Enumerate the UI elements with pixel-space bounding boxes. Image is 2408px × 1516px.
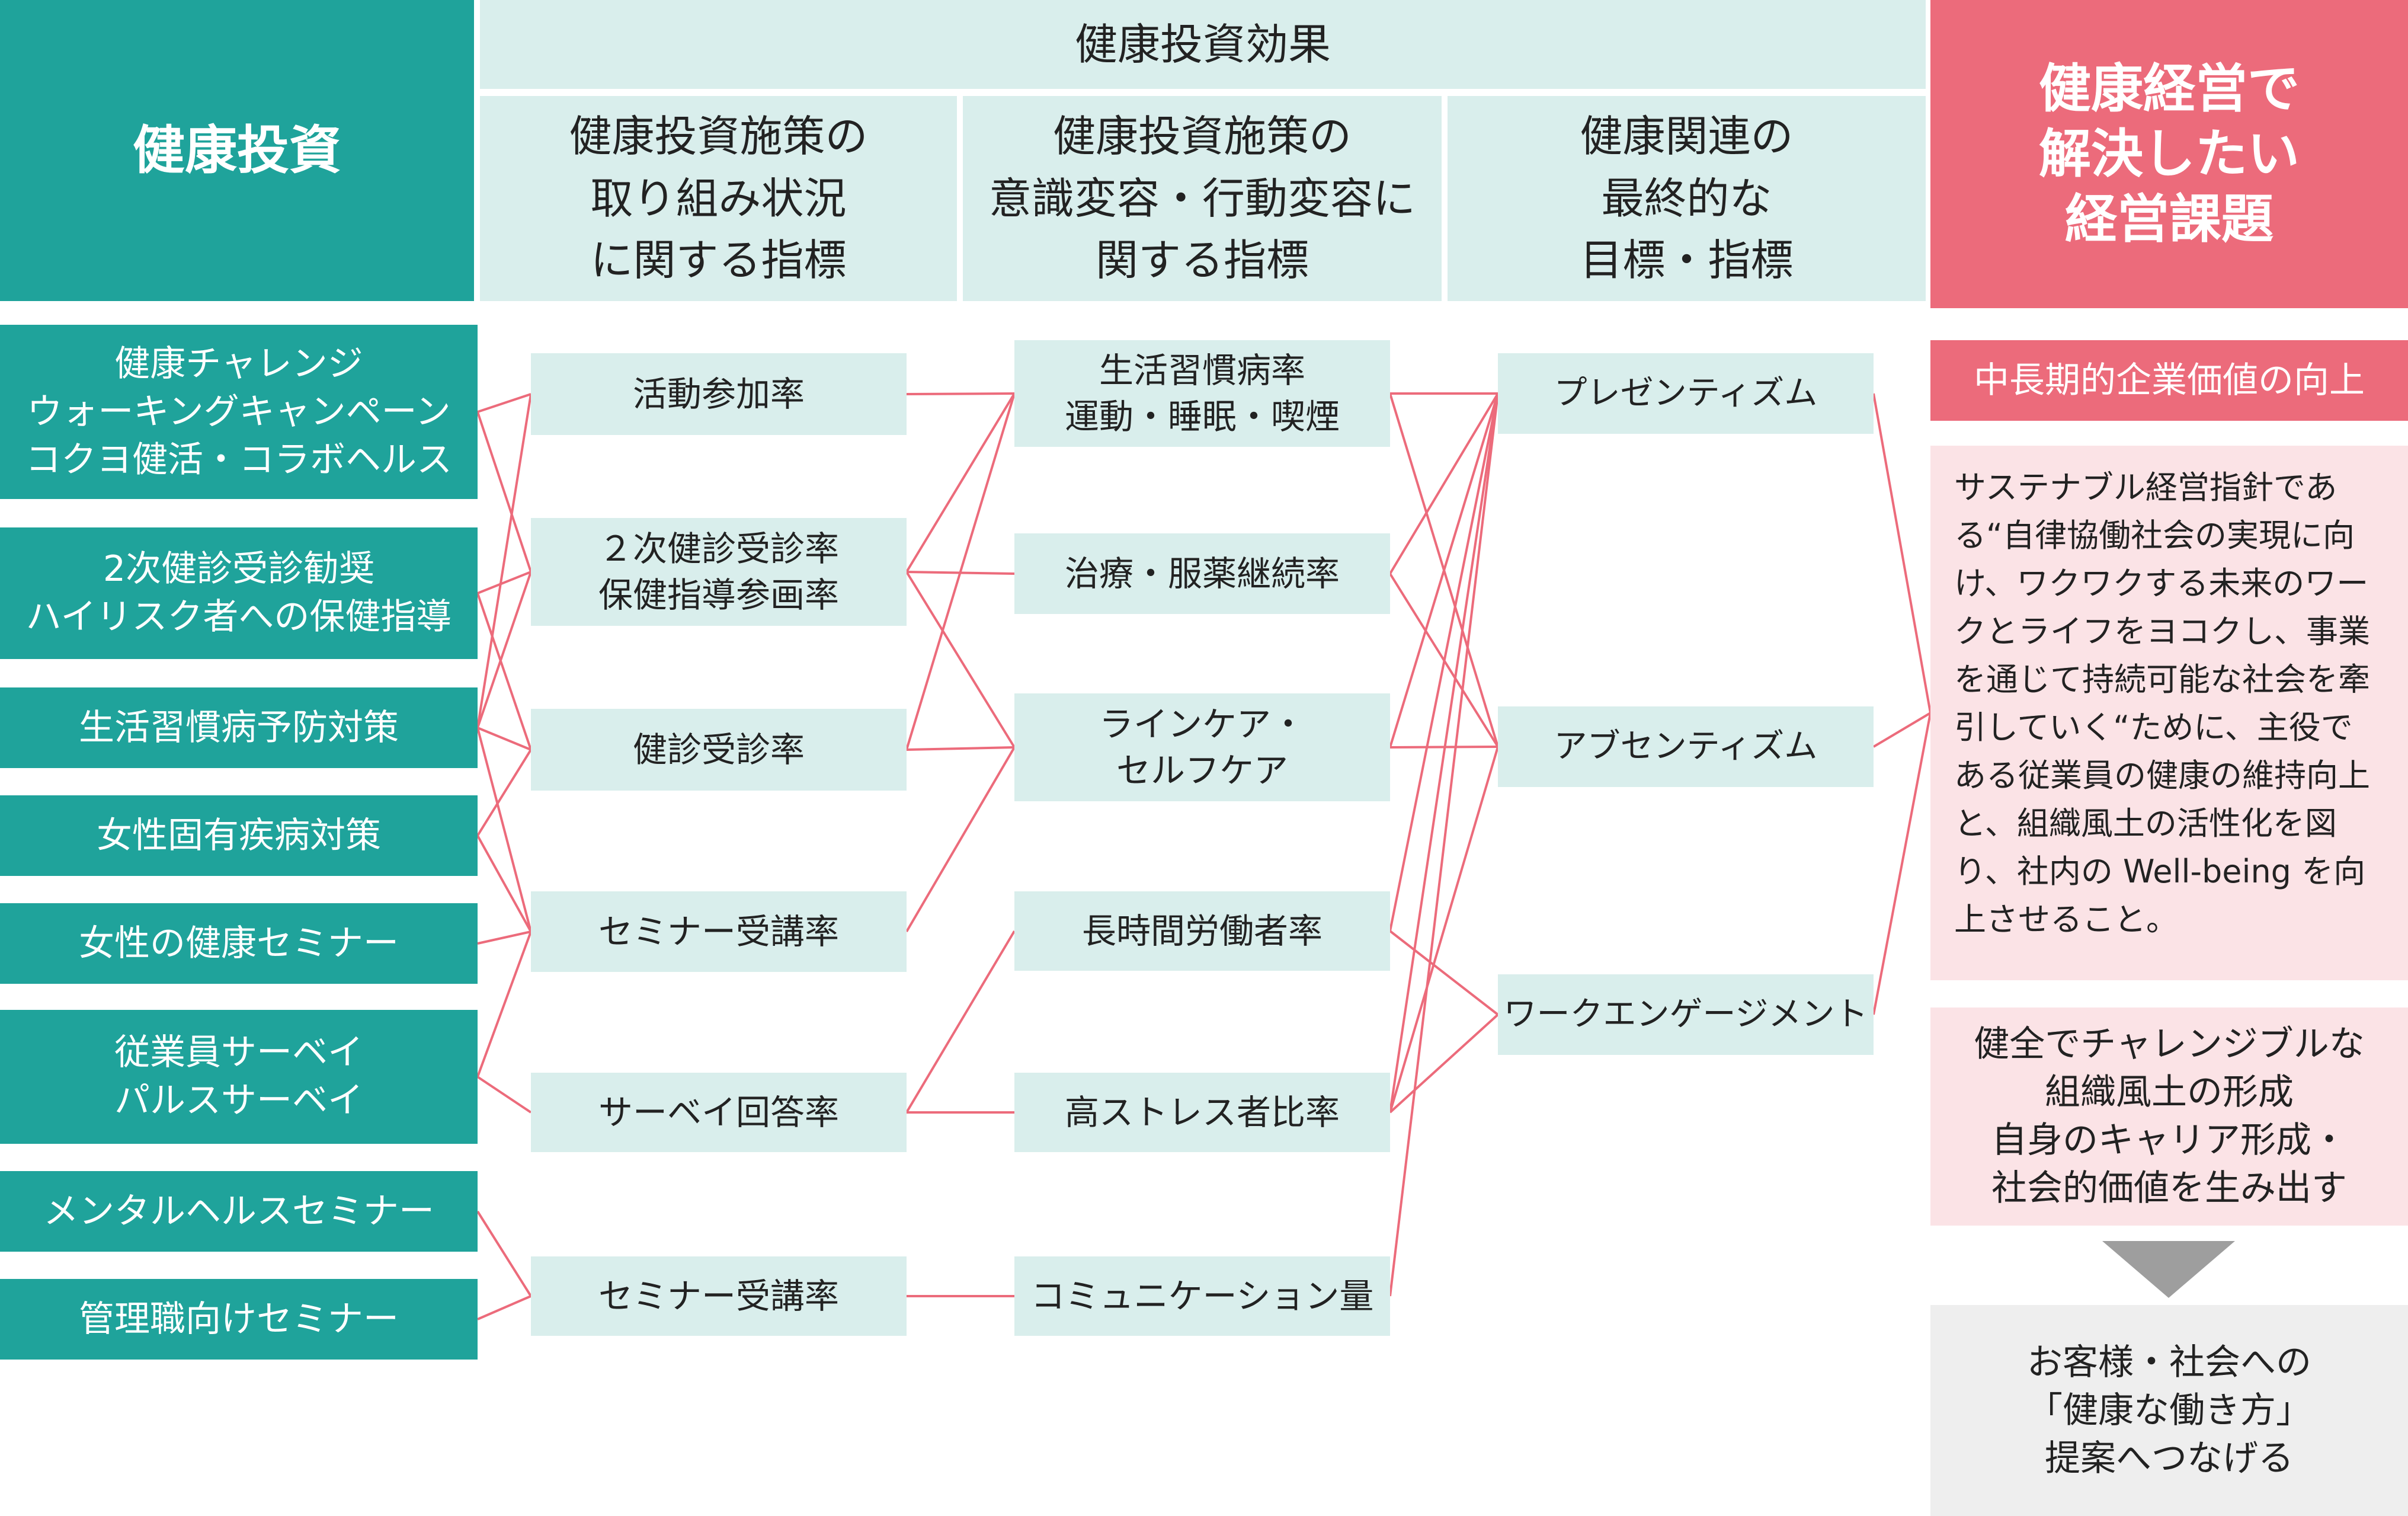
- link-goal-management: [1872, 393, 1932, 714]
- link-investment-initiative: [477, 571, 531, 594]
- sustainable-policy-text: サステナブル経営指針である“自律協働社会の実現に向け、ワクワクする未来のワークと…: [1930, 446, 2408, 980]
- investment-item: 従業員サーベイ パルスサーベイ: [0, 1010, 478, 1144]
- link-investment-initiative: [476, 727, 532, 932]
- link-initiative-awareness: [905, 392, 1016, 573]
- link-investment-initiative: [477, 393, 531, 413]
- header-management: 健康経営で 解決したい 経営課題: [1930, 0, 2408, 308]
- link-investment-initiative: [476, 749, 532, 837]
- investment-item: 2次健診受診勧奨 ハイリスク者への保健指導: [0, 527, 478, 659]
- link-initiative-awareness: [906, 746, 1015, 751]
- investment-item: 女性の健康セミナー: [0, 903, 478, 984]
- link-awareness-goal: [1389, 393, 1499, 748]
- header-col-awareness: 健康投資施策の 意識変容・行動変容に 関する指標: [963, 96, 1442, 301]
- investment-item: メンタルヘルスセミナー: [0, 1171, 478, 1252]
- final-goal: プレゼンティズム: [1498, 353, 1874, 434]
- investment-item: 健康チャレンジ ウォーキングキャンペーン コクヨ健活・コラボヘルス: [0, 325, 478, 499]
- down-arrow-icon: [2102, 1241, 2235, 1298]
- link-investment-initiative: [476, 1210, 532, 1297]
- link-awareness-goal: [1389, 746, 1499, 1113]
- awareness-metric: 高ストレス者比率: [1014, 1073, 1390, 1152]
- link-investment-initiative: [476, 394, 532, 728]
- link-investment-initiative: [476, 411, 532, 573]
- investment-item: 女性固有疾病対策: [0, 795, 478, 876]
- final-goal: アブセンティズム: [1498, 706, 1874, 787]
- initiative-metric: ２次健診受診率 保健指導参画率: [531, 518, 907, 626]
- header-effect: 健康投資効果: [480, 0, 1926, 89]
- link-investment-initiative: [476, 835, 532, 932]
- link-investment-initiative: [476, 593, 532, 750]
- initiative-metric: 健診受診率: [531, 709, 907, 791]
- initiative-metric: セミナー受講率: [531, 891, 907, 972]
- link-awareness-goal: [1389, 930, 1499, 1016]
- link-awareness-goal: [1389, 393, 1499, 1113]
- awareness-metric: コミュニケーション量: [1014, 1256, 1390, 1336]
- link-initiative-awareness: [905, 393, 1016, 750]
- link-goal-management: [1872, 712, 1932, 748]
- link-investment-initiative: [476, 931, 532, 1077]
- link-initiative-awareness: [905, 746, 1016, 933]
- link-investment-initiative: [477, 930, 531, 945]
- final-goal: ワークエンゲージメント: [1498, 974, 1874, 1055]
- initiative-metric: 活動参加率: [531, 353, 907, 435]
- initiative-metric: セミナー受講率: [531, 1256, 907, 1336]
- link-investment-initiative: [477, 727, 531, 751]
- awareness-metric: ラインケア・ セルフケア: [1014, 693, 1390, 801]
- header-col-final: 健康関連の 最終的な 目標・指標: [1448, 96, 1926, 301]
- link-awareness-goal: [1389, 393, 1499, 1297]
- initiative-metric: サーベイ回答率: [531, 1073, 907, 1152]
- corporate-value-title: 中長期的企業価値の向上: [1930, 340, 2408, 421]
- organizational-culture-box: 健全でチャレンジブルな 組織風土の形成 自身のキャリア形成・ 社会的価値を生み出…: [1930, 1008, 2408, 1226]
- link-awareness-goal: [1389, 392, 1499, 575]
- awareness-metric: 生活習慣病率 運動・睡眠・喫煙: [1014, 340, 1390, 447]
- investment-item: 生活習慣病予防対策: [0, 687, 478, 768]
- link-initiative-awareness: [905, 930, 1016, 1114]
- investment-item: 管理職向けセミナー: [0, 1279, 478, 1360]
- header-investment: 健康投資: [0, 0, 474, 301]
- link-awareness-goal: [1389, 393, 1499, 932]
- link-investment-initiative: [477, 1295, 531, 1320]
- header-col-initiative: 健康投資施策の 取り組み状況 に関する指標: [480, 96, 957, 301]
- link-investment-initiative: [476, 1076, 532, 1114]
- link-goal-management: [1872, 712, 1932, 1015]
- link-investment-initiative: [476, 571, 532, 728]
- awareness-metric: 長時間労働者率: [1014, 891, 1390, 971]
- proposal-box: お客様・社会への 「健康な働き方」 提案へつなげる: [1930, 1305, 2408, 1516]
- link-initiative-awareness: [905, 571, 1016, 749]
- link-awareness-goal: [1389, 1013, 1499, 1114]
- awareness-metric: 治療・服薬継続率: [1014, 533, 1390, 614]
